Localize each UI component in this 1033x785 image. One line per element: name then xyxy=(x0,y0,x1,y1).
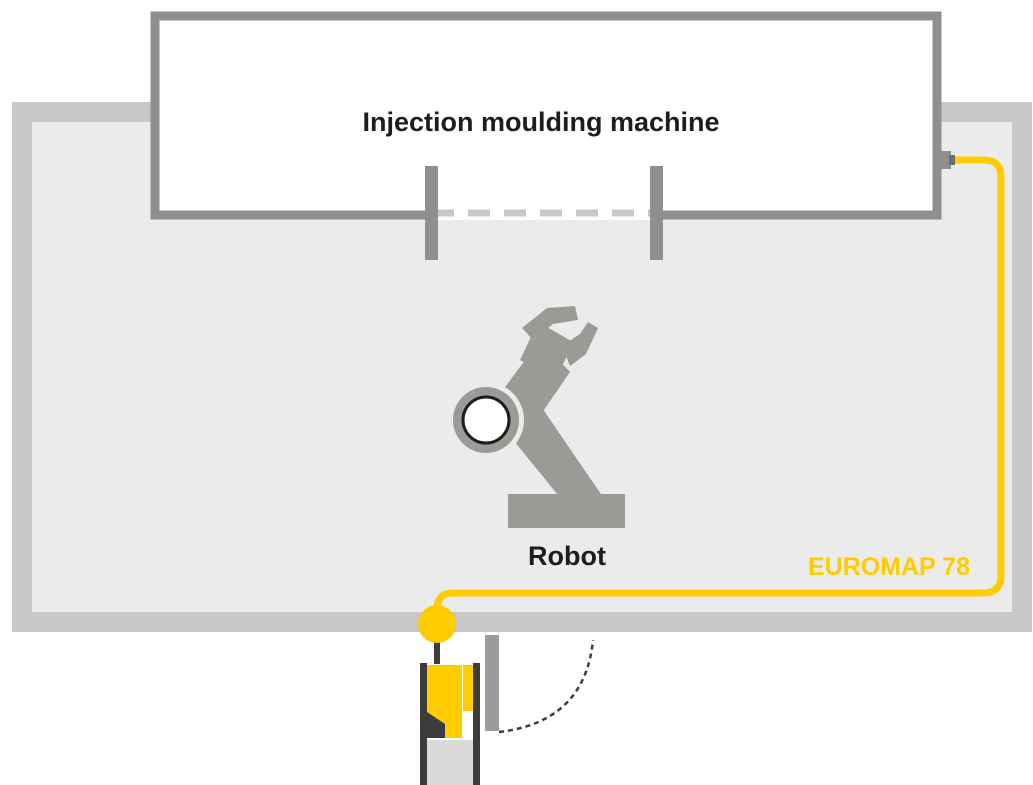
robot-label: Robot xyxy=(528,541,606,571)
robot-arm-icon: Robot xyxy=(448,306,625,571)
euromap-label: EUROMAP 78 xyxy=(808,553,970,581)
machine-label: Injection moulding machine xyxy=(362,107,719,137)
mould-platen-left xyxy=(425,166,438,260)
connector-plug-icon xyxy=(937,151,955,169)
safety-door-switch-icon xyxy=(418,605,595,785)
euromap-cable: EUROMAP 78 xyxy=(433,151,1005,624)
cable-entry-node xyxy=(418,605,456,643)
door-panel xyxy=(485,635,499,731)
door-swing-arc xyxy=(498,639,595,734)
injection-moulding-machine: Injection moulding machine xyxy=(150,11,942,260)
mould-platen-right xyxy=(650,166,663,260)
